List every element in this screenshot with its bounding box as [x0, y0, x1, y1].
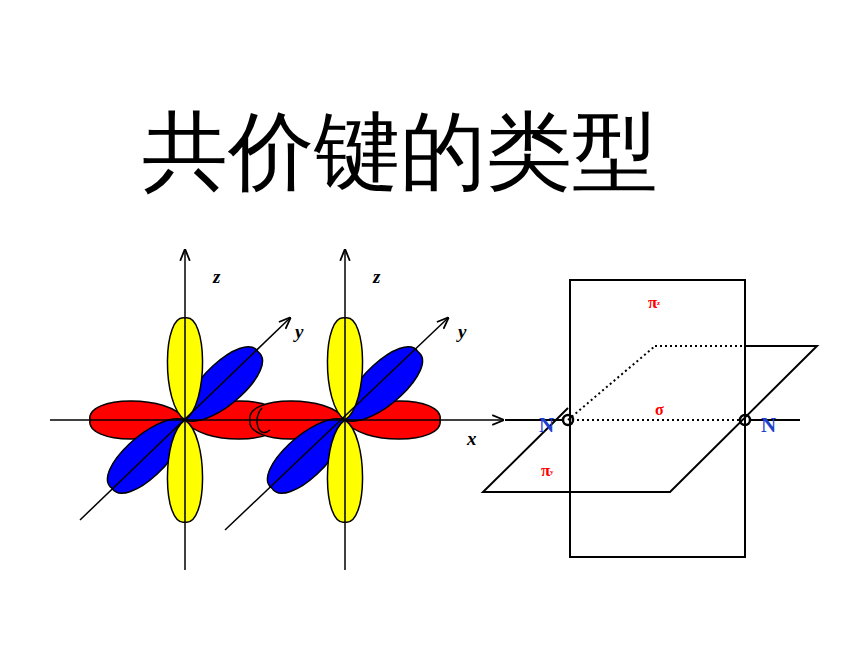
- overlap-mark: [257, 408, 270, 433]
- y-axis: [80, 318, 290, 520]
- z-axis: [344, 250, 346, 570]
- bond-subscript: y: [550, 469, 554, 476]
- title: 共价键的类型: [0, 108, 800, 194]
- bond-subscript: z: [657, 300, 660, 307]
- bond-label: π: [648, 294, 657, 311]
- axis-label: y: [295, 322, 303, 341]
- nitrogen-atom: [563, 415, 573, 425]
- bond-axis: [505, 419, 564, 421]
- bond-label: σ: [655, 402, 664, 418]
- pi-z-plane: [570, 280, 745, 557]
- y-axis: [225, 318, 448, 530]
- axis-label: y: [458, 322, 466, 341]
- axis-label: x: [467, 429, 477, 448]
- nitrogen-atom: [740, 415, 750, 425]
- z-axis: [184, 250, 186, 570]
- sigma-bond: [572, 419, 741, 421]
- atom-label: N: [761, 415, 776, 436]
- bond-label: π: [541, 462, 550, 479]
- atom-label: N: [539, 415, 554, 436]
- pi-y-plane-hidden: [655, 345, 745, 347]
- pi-y-plane-hidden: [568, 346, 655, 420]
- x-axis: [50, 419, 503, 421]
- axis-label: z: [213, 267, 220, 286]
- pi-y-plane: [483, 346, 817, 492]
- axis-label: z: [373, 267, 380, 286]
